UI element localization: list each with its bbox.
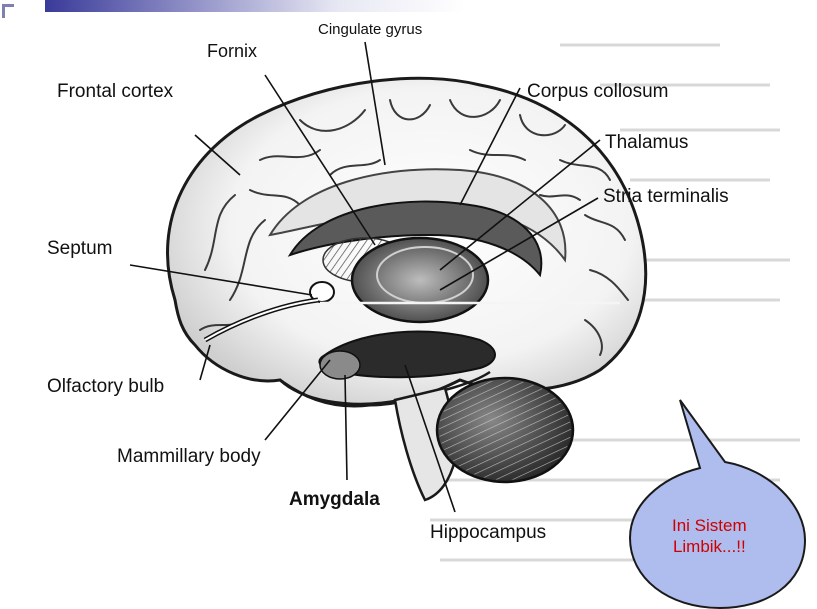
label-frontal-cortex: Frontal cortex <box>57 82 173 101</box>
callout-line-1: Ini Sistem <box>672 515 747 536</box>
label-fornix: Fornix <box>207 42 257 60</box>
thalamus <box>352 238 488 322</box>
callout-bubble <box>630 400 805 608</box>
label-cingulate-gyrus: Cingulate gyrus <box>318 22 422 37</box>
label-olfactory-bulb: Olfactory bulb <box>47 377 164 396</box>
label-corpus-collosum: Corpus collosum <box>527 82 669 101</box>
callout-text: Ini Sistem Limbik...!! <box>672 515 747 558</box>
label-septum: Septum <box>47 239 112 258</box>
label-hippocampus: Hippocampus <box>430 523 546 542</box>
callout-line-2: Limbik...!! <box>672 536 747 557</box>
label-amygdala: Amygdala <box>289 490 380 509</box>
label-thalamus: Thalamus <box>605 133 688 152</box>
label-mammillary-body: Mammillary body <box>117 447 261 466</box>
label-stria-terminalis: Stria terminalis <box>603 187 729 206</box>
